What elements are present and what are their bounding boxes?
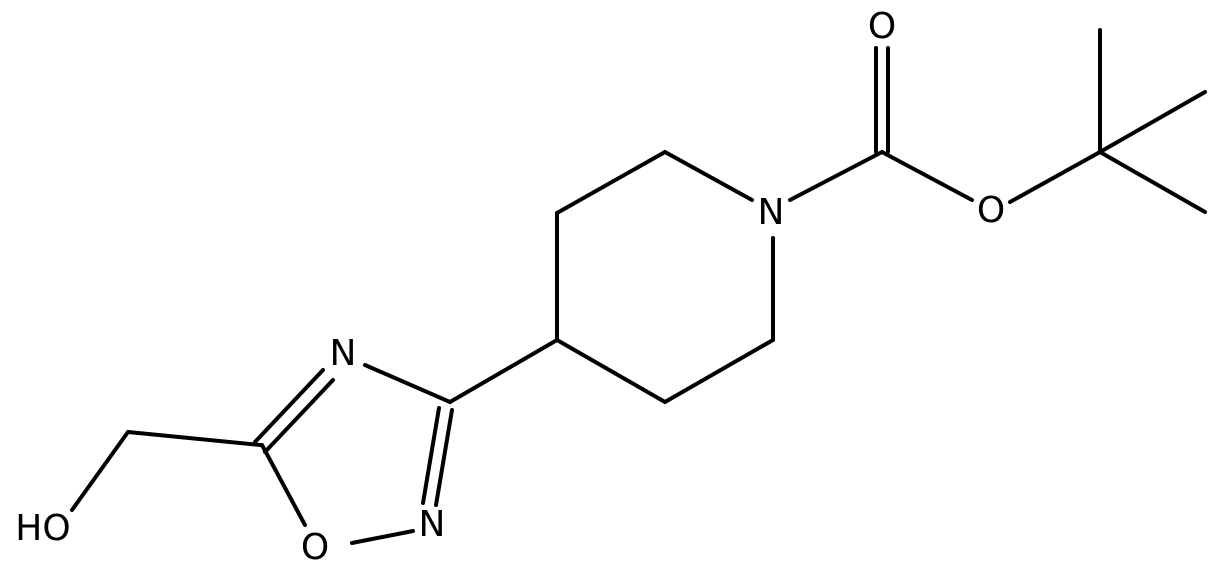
atom-label-oxadiazole-oxygen: O [301, 527, 329, 568]
bond-n4-c5-double-1 [253, 368, 325, 444]
atom-label-oxadiazole-nitrogen-top: N [330, 333, 357, 374]
bond-pip-c4-c5 [555, 338, 667, 404]
bond-tbu-methyl-lower-right [1098, 150, 1207, 214]
bond-pip-c2-c3 [555, 150, 667, 215]
atom-label-hydroxyl: HO [15, 508, 70, 549]
bond-pip-c5-c6 [663, 338, 775, 404]
bond-oxygen-carbonyl-carbon [880, 150, 974, 202]
bond-c3-n4 [363, 363, 452, 404]
atom-label-oxadiazole-nitrogen-bottom: N [419, 504, 446, 545]
bond-n2-c3-double-2 [434, 408, 454, 507]
atom-label-ester-oxygen: O [977, 190, 1005, 231]
bond-pip-n-c2 [663, 150, 754, 202]
bond-carbonyl-nitrogen [788, 150, 884, 202]
bond-c5-ch2 [126, 430, 262, 447]
bond-tbu-methyl-upper-right [1098, 90, 1207, 154]
bond-ch2-oh [70, 430, 130, 512]
atom-label-carbonyl-oxygen: O [868, 6, 896, 47]
bond-o1-n2 [350, 529, 415, 545]
bond-n2-c3-double-1 [421, 406, 441, 505]
atom-label-piperidine-nitrogen: N [758, 192, 785, 233]
bond-tbu-oxygen [1008, 150, 1102, 204]
bond-pip-oxadiazole [448, 338, 559, 404]
bond-c5-o1 [260, 443, 307, 527]
bond-n4-c5-double-2 [263, 378, 335, 454]
